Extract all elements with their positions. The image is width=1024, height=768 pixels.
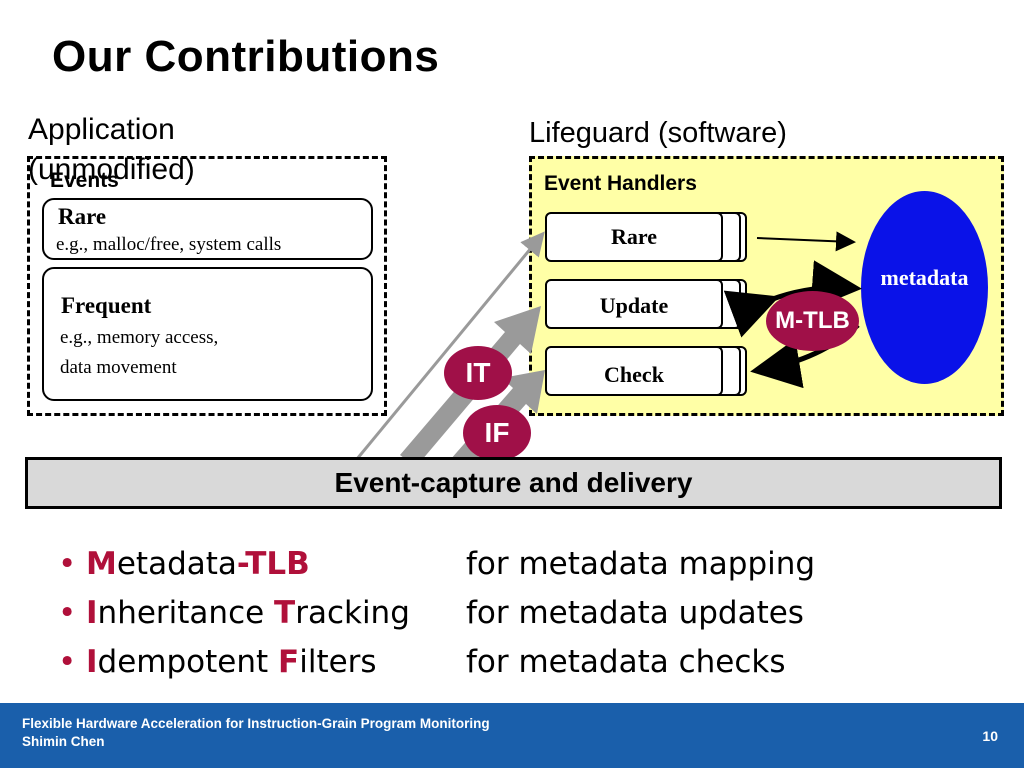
bullet-term: Idempotent Filters [86,644,377,680]
frequent-events-box: Frequent e.g., memory access, data movem… [42,267,373,401]
if-badge: IF [463,405,531,461]
slide-title: Our Contributions [52,32,440,81]
handler-check: Check [545,346,723,396]
bullet-description: for metadata checks [466,644,786,680]
bullet-term: Metadata-TLB [86,546,310,582]
bullet-dot-icon: • [58,644,77,680]
bullet-description: for metadata updates [466,595,804,631]
event-capture-bar: Event-capture and delivery [25,457,1002,509]
handler-rare: Rare [545,212,723,262]
rare-events-box: Rare e.g., malloc/free, system calls [42,198,373,260]
bullet-term: Inheritance Tracking [86,595,410,631]
rare-to-metadata-arrow [756,231,856,252]
footer-text: Flexible Hardware Acceleration for Instr… [22,715,490,751]
rare-events-label: Rare [58,204,107,229]
frequent-events-label: Frequent [61,293,152,318]
footer-bar: Flexible Hardware Acceleration for Instr… [0,703,1024,768]
application-header-line1: Application [28,113,175,146]
bullet-description: for metadata mapping [466,546,816,582]
frequent-events-example-line2: data movement [60,357,177,378]
rare-delivery-arrow [355,231,545,460]
event-handlers-label: Event Handlers [544,172,697,195]
footer-author: Shimin Chen [22,734,105,749]
rare-events-example: e.g., malloc/free, system calls [56,234,282,255]
metadata-ellipse [861,191,988,384]
mtlb-badge: M-TLB [766,291,859,351]
bullet-dot-icon: • [58,595,77,631]
lifeguard-header: Lifeguard (software) [529,117,787,149]
it-badge: IT [444,346,512,400]
footer-title: Flexible Hardware Acceleration for Instr… [22,716,490,731]
update-metadata-arrow [723,260,862,338]
application-box [27,156,387,416]
handler-update: Update [545,279,723,329]
frequent-events-example-line1: e.g., memory access, [60,327,219,348]
page-number: 10 [982,728,998,744]
bullet-dot-icon: • [58,546,77,582]
events-label: Events [50,169,119,192]
metadata-label: metadata [880,265,969,290]
